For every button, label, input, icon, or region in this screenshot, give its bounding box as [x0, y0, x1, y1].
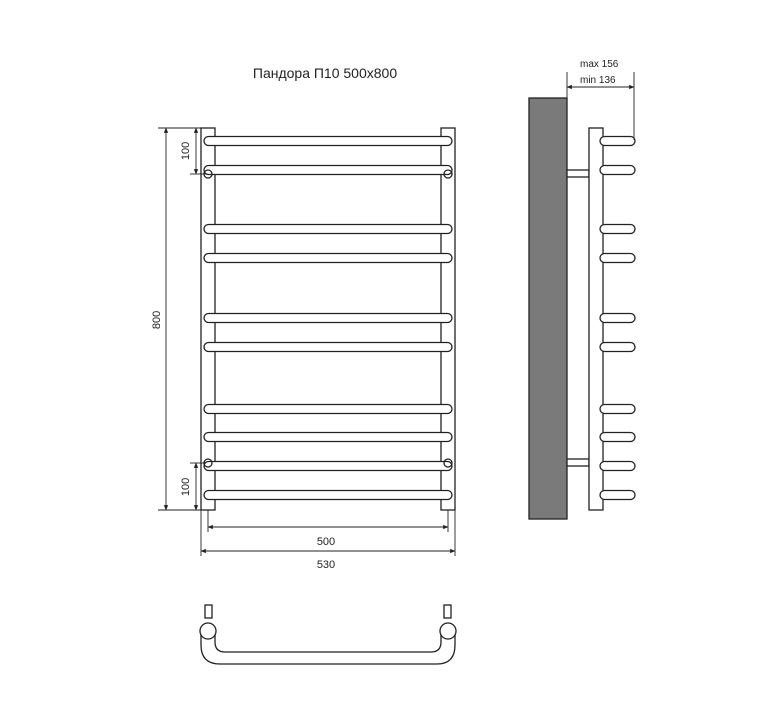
front-rung [203, 431, 453, 443]
top-pitch-dimension [190, 127, 206, 175]
front-rung [203, 403, 453, 415]
side-rungs [599, 135, 636, 501]
front-rung [203, 312, 453, 324]
bottom-bracket [566, 458, 590, 467]
top-bracket [566, 169, 590, 178]
top-pitch-label: 100 [180, 142, 192, 160]
projection-max-label: max 156 [580, 59, 619, 70]
front-rung [203, 341, 453, 353]
top-view-pipe-outer [200, 630, 456, 665]
side-rung [599, 403, 636, 415]
projection-min-label: min 136 [580, 75, 616, 86]
bottom-pitch-label: 100 [180, 478, 192, 496]
side-rung [599, 223, 636, 235]
right-bottom-connector [443, 458, 453, 468]
side-rung [599, 312, 636, 324]
axis-width-label: 500 [317, 536, 335, 548]
front-rung [203, 164, 453, 176]
front-rung [203, 460, 453, 472]
front-rungs [203, 135, 453, 501]
side-rung [599, 252, 636, 264]
top-view [199, 604, 457, 665]
projection-dimensions [566, 72, 635, 140]
left-valve-stem [204, 604, 213, 619]
side-rung [599, 489, 636, 501]
side-rung [599, 164, 636, 176]
bottom-pitch-dimension [190, 462, 206, 511]
wall [528, 97, 568, 520]
front-rung [203, 252, 453, 264]
front-rung [203, 489, 453, 501]
side-rung [599, 431, 636, 443]
front-rung [203, 135, 453, 147]
front-rung [203, 223, 453, 235]
right-top-connector [443, 169, 453, 179]
right-valve-stem [443, 604, 452, 619]
outer-width-label: 530 [317, 559, 335, 571]
top-view-pipe-inner [214, 630, 442, 653]
height-dimension [158, 127, 201, 511]
side-rung [599, 341, 636, 353]
right-valve [439, 622, 457, 640]
drawing-title: Пандора П10 500х800 [253, 65, 397, 81]
axis-width-dimension [207, 510, 449, 532]
side-view [528, 97, 636, 520]
side-rung [599, 135, 636, 147]
side-rung [599, 460, 636, 472]
outer-width-dimension [200, 510, 456, 556]
height-dimension-label: 800 [151, 311, 163, 329]
front-view [200, 127, 456, 511]
left-valve [199, 622, 217, 640]
